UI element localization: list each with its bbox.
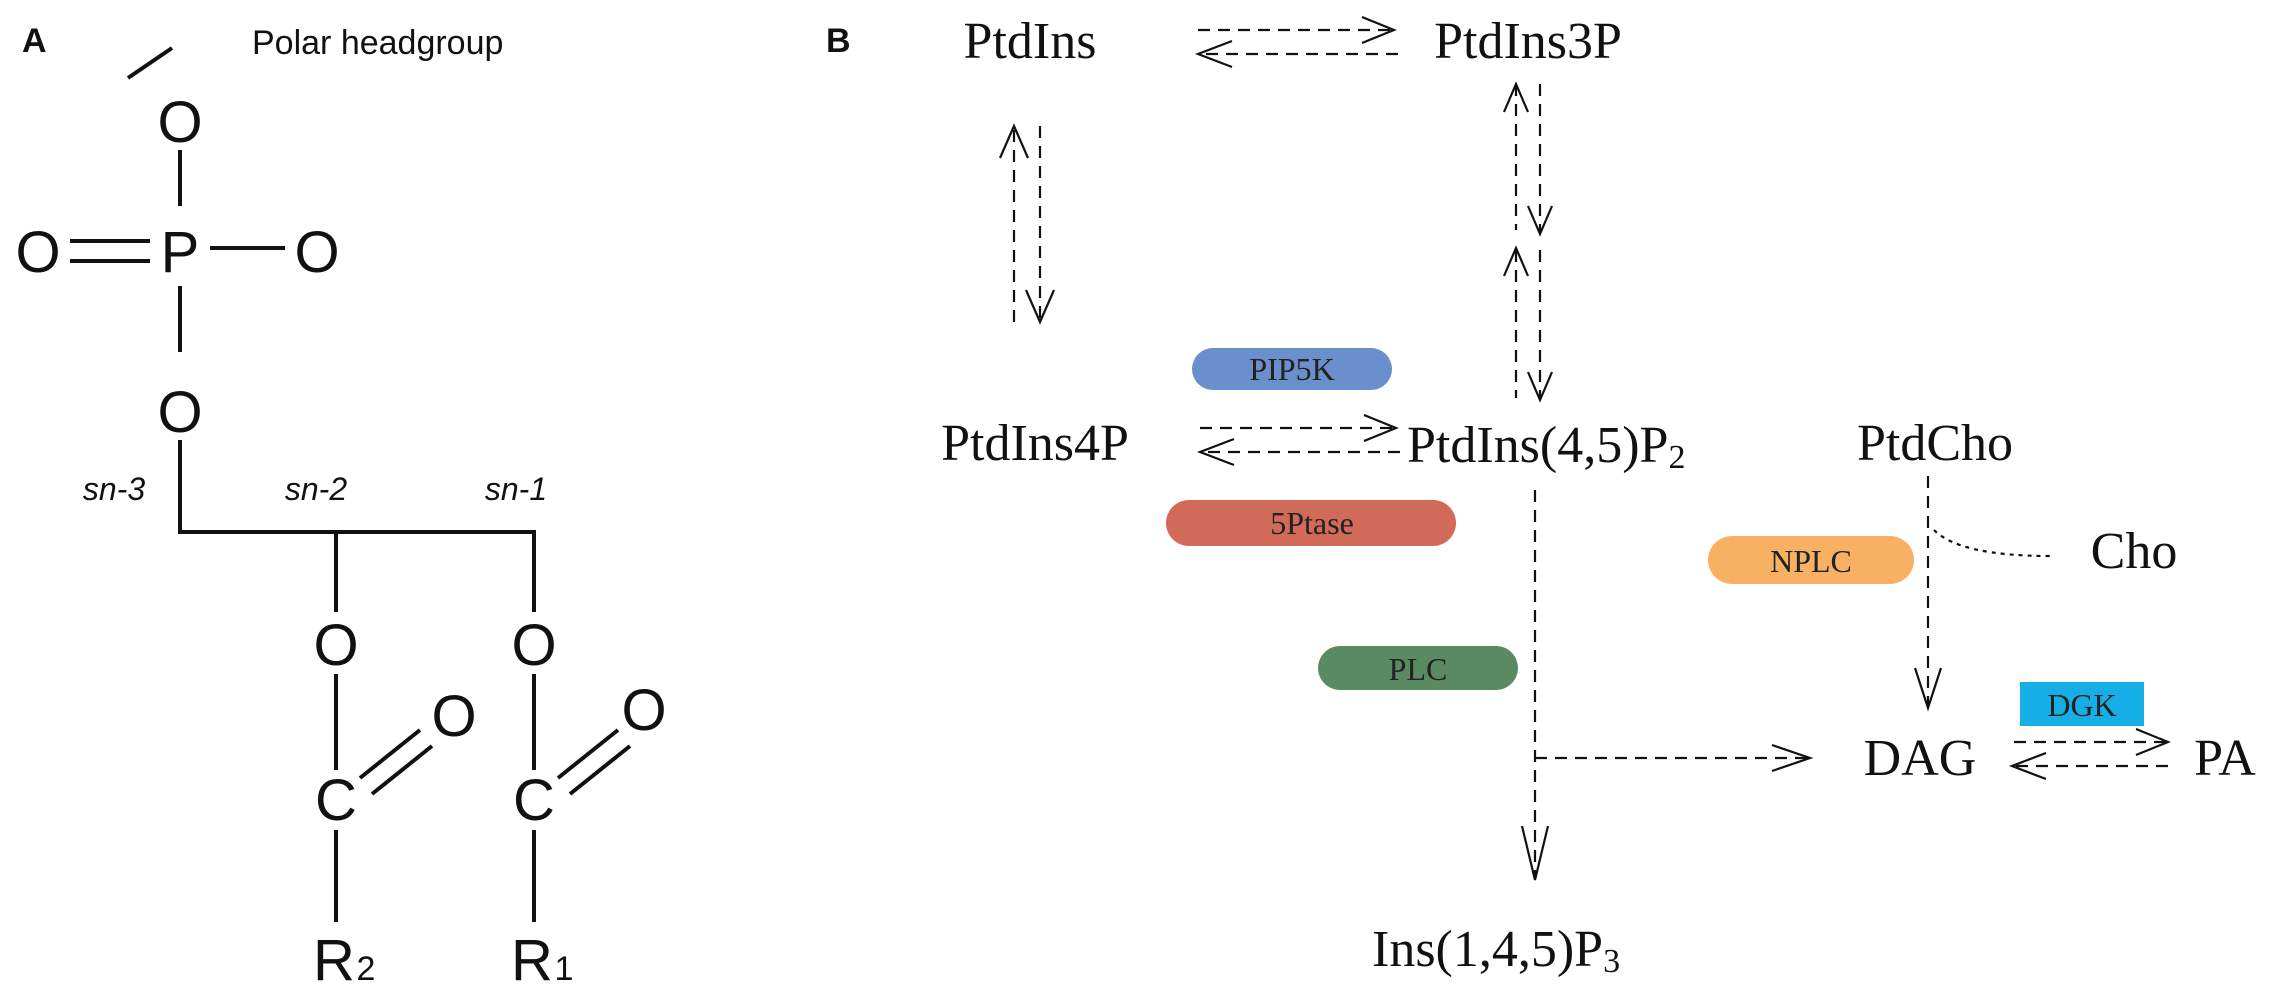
carbonyl-sn2-line-2 xyxy=(370,744,434,796)
ptdins45p2-label: PtdIns(4,5)P2 xyxy=(1407,417,1685,476)
panel-a-label: A xyxy=(22,22,47,60)
ptdins45p2-main: PtdIns(4,5)P xyxy=(1407,417,1668,474)
carbon-sn2: C xyxy=(315,768,357,833)
5ptase-label: 5Ptase xyxy=(1270,505,1354,541)
arrow-ptdins-to-ptdins3p xyxy=(1198,15,1397,45)
ptdins3p-label: PtdIns3P xyxy=(1434,13,1622,70)
headgroup-pointer-line xyxy=(126,46,174,80)
cho-label: Cho xyxy=(2091,523,2178,580)
phosphorus: P xyxy=(161,220,200,285)
enzyme-nplc: NPLC xyxy=(1708,536,1914,584)
oxygen-right: O xyxy=(294,220,339,285)
pip5k-pill xyxy=(1192,348,1392,390)
oxygen-sn2-ester: O xyxy=(313,613,358,678)
ins145p3-label: Ins(1,4,5)P3 xyxy=(1372,921,1620,980)
oxygen-top: O xyxy=(157,90,202,155)
ptdcho-label: PtdCho xyxy=(1857,415,2013,472)
carbonyl-sn2-line-1 xyxy=(358,728,422,780)
ptdins45p2-subscript: 2 xyxy=(1668,439,1685,476)
ptdins4p-label: PtdIns4P xyxy=(941,415,1129,472)
ins145p3-subscript: 3 xyxy=(1603,943,1620,980)
sn1-label: sn-1 xyxy=(485,471,547,507)
arrow-ptdins45p2-to-ins145p3 xyxy=(1520,490,1550,881)
enzyme-pip5k: PIP5K xyxy=(1192,348,1392,390)
enzyme-dgk: DGK xyxy=(2020,682,2144,726)
ptdins-label: PtdIns xyxy=(964,13,1097,70)
enzyme-plc: PLC xyxy=(1318,646,1518,690)
carbon-sn1: C xyxy=(513,768,555,833)
sn2-label: sn-2 xyxy=(285,471,347,507)
r2-subscript: 2 xyxy=(357,950,376,988)
arrow-ptdins45p2-to-ptdins4p xyxy=(1196,437,1400,467)
dgk-label: DGK xyxy=(2047,687,2116,723)
nplc-label: NPLC xyxy=(1770,543,1852,579)
r2-group: R xyxy=(313,928,355,988)
plc-pill xyxy=(1318,646,1518,690)
sn3-label: sn-3 xyxy=(83,471,145,507)
arrow-plc-branch-to-dag xyxy=(1535,743,1814,773)
dgk-box xyxy=(2020,682,2144,726)
5ptase-pill xyxy=(1166,500,1456,546)
oxygen-carbonyl-sn2: O xyxy=(431,684,476,749)
r1-group: R xyxy=(511,928,553,988)
panel-b-label: B xyxy=(826,22,851,60)
oxygen-bottom: O xyxy=(157,380,202,445)
arrow-dag-to-pa xyxy=(2014,727,2171,757)
dag-label: DAG xyxy=(1864,730,1977,787)
r1-subscript: 1 xyxy=(555,950,574,988)
ins145p3-main: Ins(1,4,5)P xyxy=(1372,921,1603,978)
enzyme-5ptase: 5Ptase xyxy=(1166,500,1456,546)
arrow-pa-to-dag xyxy=(2008,751,2168,781)
arrow-ptdins3p-to-ptdins xyxy=(1194,39,1398,69)
arrow-ptdins4p-to-ptdins xyxy=(998,123,1030,322)
arrow-ptdins45p2-pair-lower xyxy=(1502,245,1554,403)
nplc-pill xyxy=(1708,536,1914,584)
arrow-ptdcho-to-dag xyxy=(1913,476,1943,712)
arrow-ptdins-to-ptdins4p xyxy=(1024,126,1056,325)
arrow-ptdins4p-to-ptdins45p2 xyxy=(1200,413,1399,443)
dotted-line-to-cho xyxy=(1933,529,2051,558)
pip5k-label: PIP5K xyxy=(1249,351,1334,387)
oxygen-carbonyl-sn1: O xyxy=(621,678,666,743)
carbonyl-sn1-line-2 xyxy=(568,744,632,796)
pa-label: PA xyxy=(2194,730,2256,787)
arrow-ptdins3p-pair-upper xyxy=(1502,81,1554,237)
carbonyl-sn1-line-1 xyxy=(556,728,620,780)
plc-label: PLC xyxy=(1389,651,1448,687)
oxygen-sn1-ester: O xyxy=(511,613,556,678)
oxygen-double-bond: O xyxy=(15,220,60,285)
polar-headgroup-label: Polar headgroup xyxy=(252,24,503,62)
